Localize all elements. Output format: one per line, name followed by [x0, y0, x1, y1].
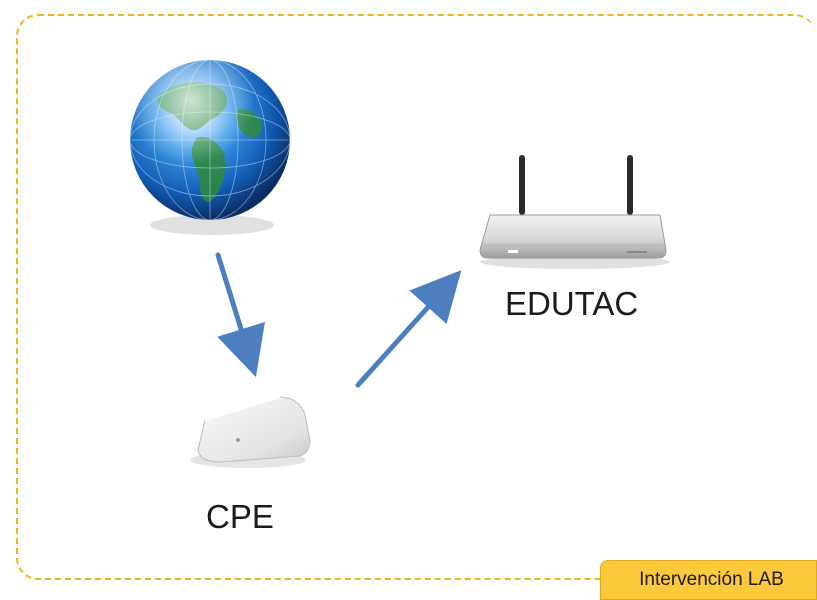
globe-icon — [129, 59, 291, 235]
edutac-label: EDUTAC — [505, 285, 639, 322]
diagram-frame — [16, 14, 816, 580]
access-point-icon — [190, 396, 311, 468]
intervencion-lab-label: Intervención LAB — [639, 569, 784, 590]
cpe-label: CPE — [206, 498, 274, 535]
arrow-cpe-to-edutac — [355, 270, 462, 388]
arrow-globe-to-cpe — [215, 252, 265, 378]
router-icon — [479, 155, 670, 269]
intervencion-lab-tag: Intervención LAB — [600, 560, 817, 600]
